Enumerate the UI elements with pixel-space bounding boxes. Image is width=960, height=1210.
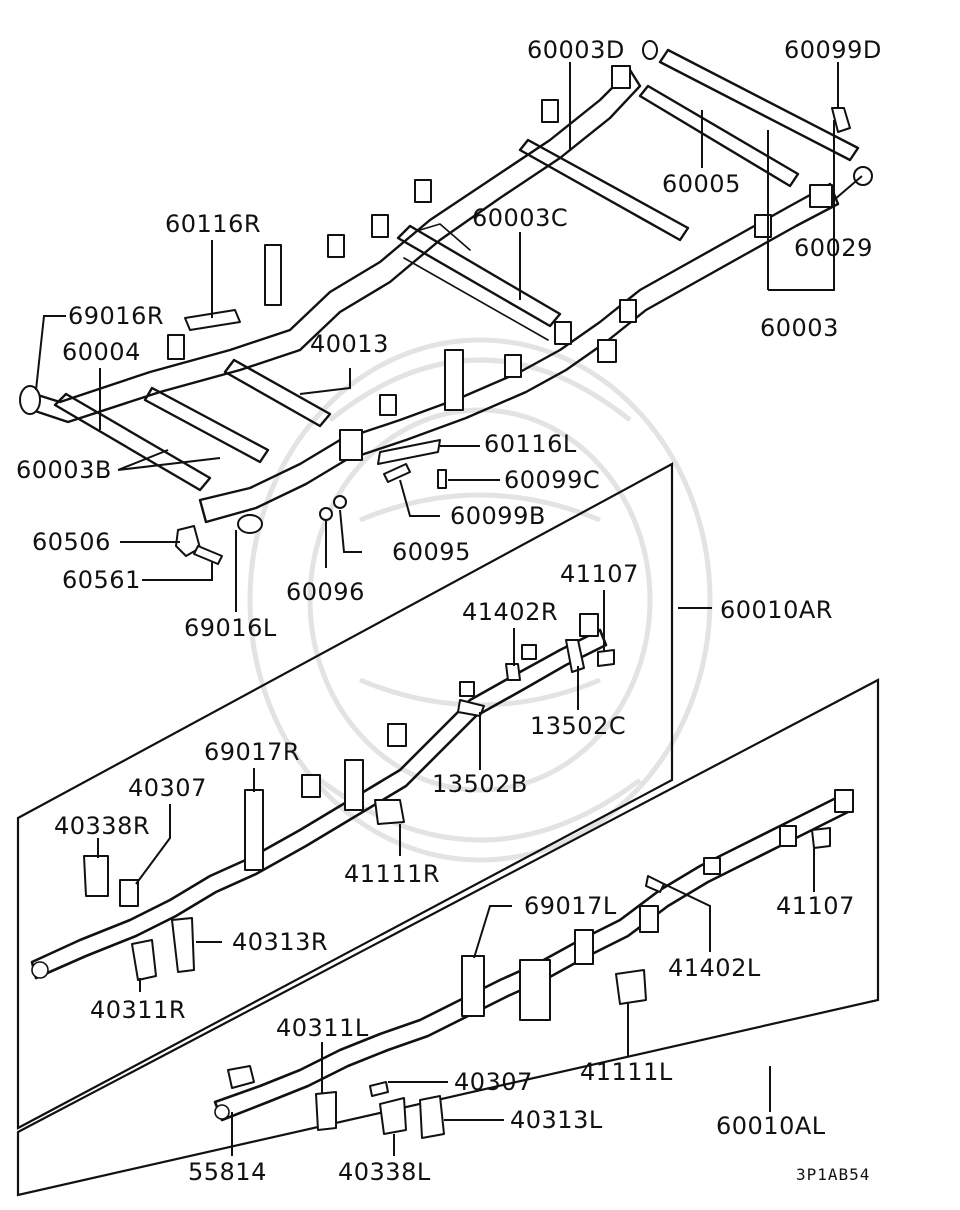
crossmember-60003B <box>143 386 270 464</box>
bolt-60561 <box>193 545 223 565</box>
rail-brackets-upper <box>167 65 833 461</box>
bracket-60116R <box>184 309 241 331</box>
bracket-55814 <box>227 1065 255 1089</box>
bolt-60099C <box>437 469 447 489</box>
label-69017R: 69017R <box>204 738 300 766</box>
nut-60096 <box>319 507 333 521</box>
background-watermark <box>247 337 713 863</box>
label-69017L: 69017L <box>524 892 617 920</box>
part-labels: 60003D 60099D 60005 60029 60003 60116R 6… <box>16 36 882 1186</box>
bracket-40307-L <box>369 1081 389 1097</box>
bushing-41111R <box>374 799 405 825</box>
bracket-41402L <box>645 875 665 893</box>
bushing-41111L <box>615 969 647 1005</box>
bracket-41402R <box>505 663 521 681</box>
diagram-code: 3P1AB54 <box>796 1165 870 1184</box>
label-41402L: 41402L <box>668 954 761 982</box>
label-40313R: 40313R <box>232 928 328 956</box>
label-40338R: 40338R <box>54 812 150 840</box>
label-60116L: 60116L <box>484 430 577 458</box>
bolt-60099B <box>383 463 411 483</box>
label-60029: 60029 <box>794 234 873 262</box>
bracket-60116L <box>377 439 441 465</box>
crossmember-60003 <box>658 48 860 162</box>
label-60010AR: 60010AR <box>720 596 833 624</box>
hook-60506 <box>175 525 201 557</box>
bracket-40311R <box>131 939 157 981</box>
label-60003: 60003 <box>760 314 839 342</box>
box-60010AL <box>16 678 880 1197</box>
bracket-40307-R <box>119 879 139 907</box>
crossmember-60003D <box>518 138 690 242</box>
label-60099B: 60099B <box>450 502 546 530</box>
label-41402R: 41402R <box>462 598 558 626</box>
tube-cap-front <box>642 40 658 60</box>
bracket-41107-L <box>811 827 831 849</box>
label-60116R: 60116R <box>165 210 261 238</box>
label-13502B: 13502B <box>432 770 528 798</box>
crossmember-60003C <box>396 224 562 328</box>
label-40311R: 40311R <box>90 996 186 1024</box>
crossmember-60005 <box>638 84 800 188</box>
label-55814: 55814 <box>188 1158 267 1186</box>
label-60099D: 60099D <box>784 36 882 64</box>
bracket-40311L <box>315 1091 337 1131</box>
label-41107-upper: 41107 <box>560 560 639 588</box>
label-40013: 40013 <box>310 330 389 358</box>
bolt-60099D <box>831 107 851 133</box>
label-41107-lower: 41107 <box>776 892 855 920</box>
left-side-rail <box>198 182 840 524</box>
front-crossmember <box>53 392 212 492</box>
bracket-40338R <box>83 855 109 897</box>
frame-assembly-upper <box>19 40 873 565</box>
label-60003B: 60003B <box>16 456 112 484</box>
tow-hook-69016R <box>19 385 41 415</box>
label-41111L: 41111L <box>580 1058 673 1086</box>
label-60003D: 60003D <box>527 36 625 64</box>
nut-60095 <box>333 495 347 509</box>
crossmember-40013 <box>223 358 332 428</box>
label-40313L: 40313L <box>510 1106 603 1134</box>
label-13502C: 13502C <box>530 712 626 740</box>
label-60010AL: 60010AL <box>716 1112 826 1140</box>
tube-cap-60029 <box>853 166 873 186</box>
label-60506: 60506 <box>32 528 111 556</box>
side-rail-60010AR <box>30 613 615 981</box>
label-40307-upper: 40307 <box>128 774 207 802</box>
label-60096: 60096 <box>286 578 365 606</box>
label-40307-lower: 40307 <box>454 1068 533 1096</box>
box-60010AR <box>16 462 674 1130</box>
label-60099C: 60099C <box>504 466 600 494</box>
label-41111R: 41111R <box>344 860 440 888</box>
label-69016L: 69016L <box>184 614 277 642</box>
label-60004: 60004 <box>62 338 141 366</box>
tow-hook-69016L <box>237 514 263 534</box>
bracket-40313R <box>171 917 195 973</box>
label-60005: 60005 <box>662 170 741 198</box>
bracket-40338L <box>379 1097 407 1135</box>
label-40311L: 40311L <box>276 1014 369 1042</box>
right-side-rail <box>26 68 642 424</box>
side-rail-60010AL <box>213 789 854 1139</box>
bracket-41107-R <box>597 649 615 667</box>
label-40338L: 40338L <box>338 1158 431 1186</box>
label-60561: 60561 <box>62 566 141 594</box>
label-69016R: 69016R <box>68 302 164 330</box>
label-60095: 60095 <box>392 538 471 566</box>
label-60003C: 60003C <box>472 204 568 232</box>
bracket-40313L <box>419 1095 445 1139</box>
bracket-13502C <box>565 639 585 673</box>
leader-lines <box>35 62 863 1156</box>
